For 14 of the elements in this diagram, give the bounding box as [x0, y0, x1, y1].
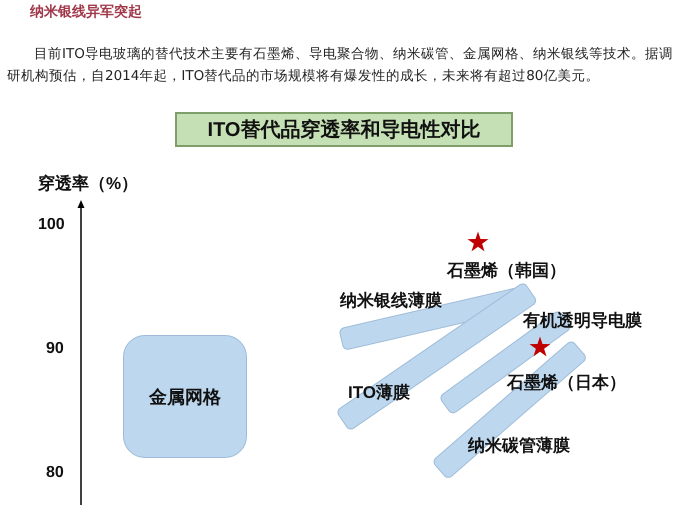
tick-label: 80 — [46, 464, 64, 482]
tick-label: 100 — [38, 216, 65, 234]
axis-label: 穿透率（%） — [38, 173, 138, 195]
band-label: 有机透明导电膜 — [523, 310, 642, 332]
band-label: 纳米碳管薄膜 — [468, 435, 570, 457]
tick-label: 90 — [46, 340, 64, 358]
point-label: 石墨烯（韩国） — [447, 260, 566, 282]
point-label: 石墨烯（日本） — [507, 372, 626, 394]
heading: 纳米银线异军突起 — [30, 3, 142, 21]
title-box: ITO替代品穿透率和导电性对比 — [175, 112, 513, 147]
region-box: 金属网格 — [123, 335, 247, 458]
band-label: 纳米银线薄膜 — [340, 290, 442, 312]
paragraph: 目前ITO导电玻璃的替代技术主要有石墨烯、导电聚合物、纳米碳管、金属网格、纳米银线等技术。据调研机构预估，自2014年起，ITO替代品的市场规模将有爆发性的成长，未来将有超过80亿美元。 — [7, 45, 674, 86]
band-label: ITO薄膜 — [348, 382, 410, 404]
